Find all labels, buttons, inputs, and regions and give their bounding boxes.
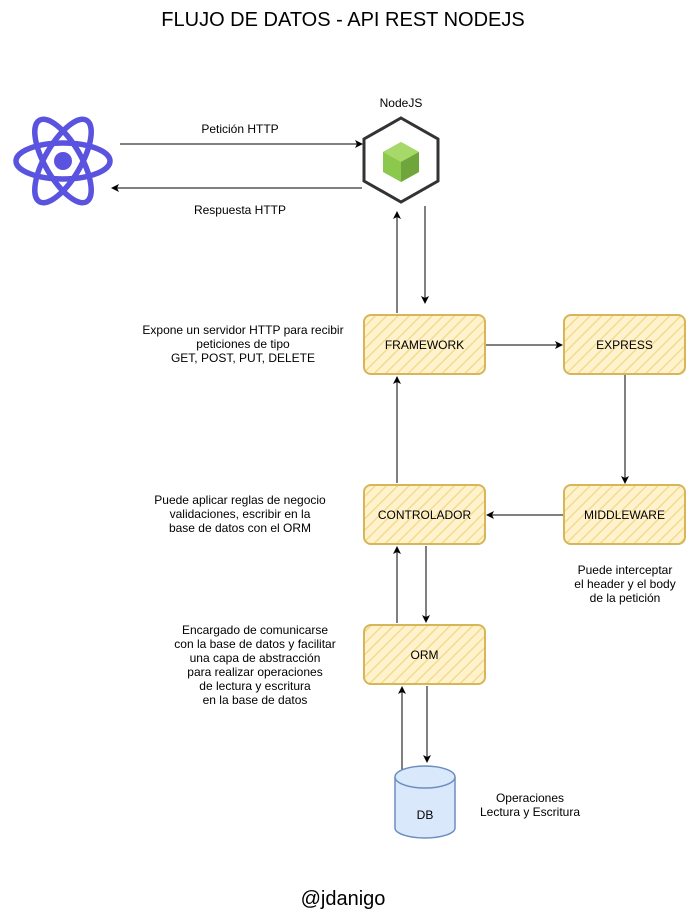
page-title: FLUJO DE DATOS - API REST NODEJS [161, 9, 525, 31]
controlador-note: Puede aplicar reglas de negocio validaci… [154, 493, 326, 535]
controlador-box[interactable] [363, 484, 486, 545]
react-atom-icon[interactable] [13, 111, 113, 210]
framework-note: Expone un servidor HTTP para recibir pet… [142, 323, 344, 365]
framework-box[interactable] [363, 314, 486, 375]
controlador-label: CONTROLADOR [377, 507, 472, 522]
middleware-note: Puede interceptar el header y el body de… [574, 563, 676, 605]
express-label: EXPRESS [596, 337, 653, 352]
response-label: Respuesta HTTP [193, 203, 287, 217]
orm-note: Encargado de comunicarse con la base de … [174, 623, 336, 707]
db-cylinder[interactable] [394, 765, 456, 839]
framework-label: FRAMEWORK [384, 337, 465, 352]
db-label: DB [416, 808, 434, 822]
connector-arrows [111, 140, 629, 770]
nodejs-hexagon-icon[interactable] [362, 116, 440, 204]
nodejs-label: NodeJS [379, 96, 423, 110]
db-note: Operaciones Lectura y Escritura [479, 791, 581, 819]
orm-box[interactable] [363, 624, 486, 685]
middleware-box[interactable] [563, 484, 686, 545]
orm-label: ORM [410, 647, 439, 662]
author-credit: @jdanigo [300, 888, 386, 910]
middleware-label: MIDDLEWARE [584, 507, 665, 522]
request-label: Petición HTTP [201, 122, 279, 136]
express-box[interactable] [563, 314, 686, 375]
